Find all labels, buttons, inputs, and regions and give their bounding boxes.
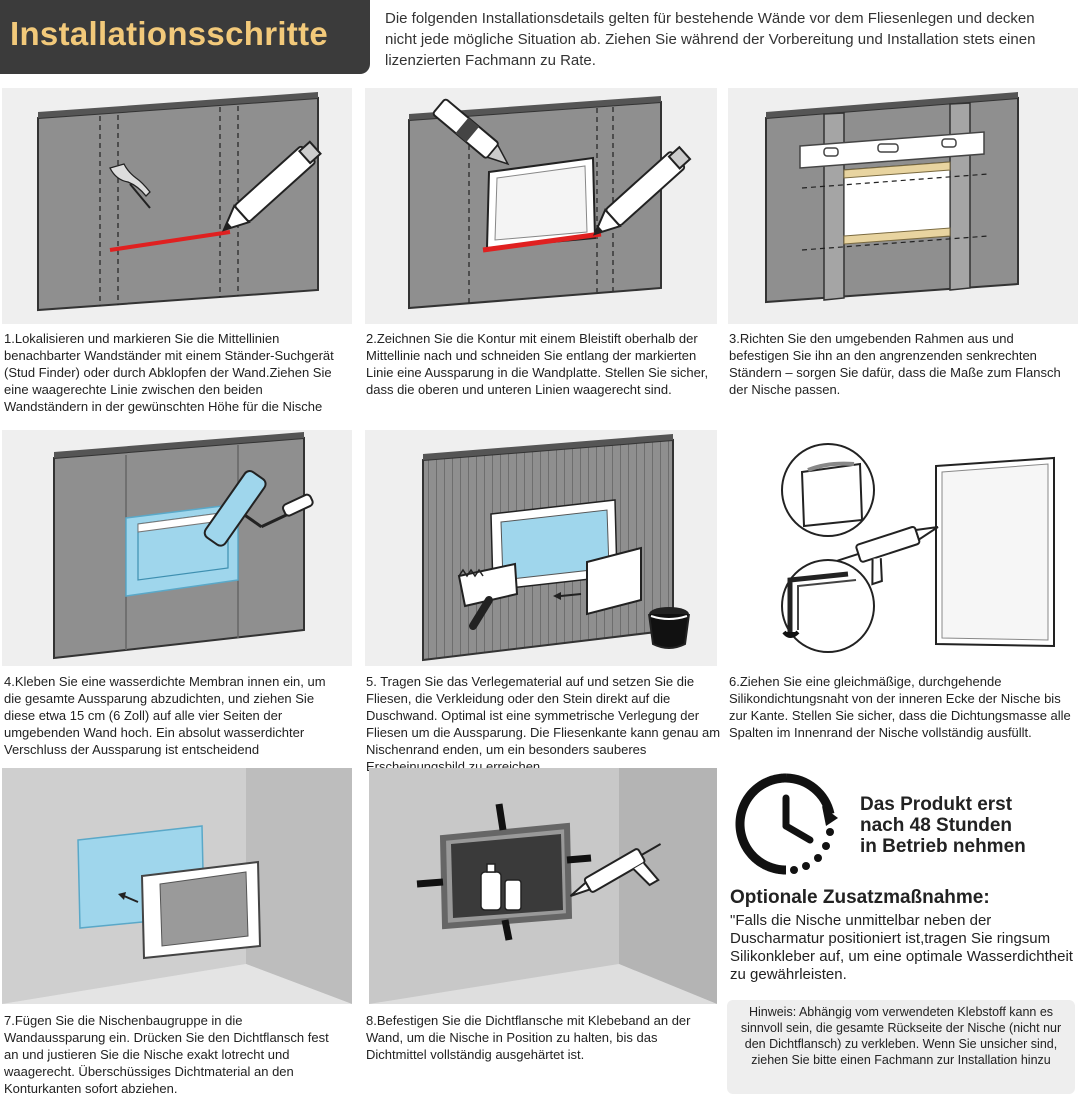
stud [949,102,971,291]
optional-title: Optionale Zusatzmaßnahme: [730,887,990,908]
wall-top-edge [54,432,304,458]
step-5-illustration [365,430,717,666]
knife-icon [432,98,510,166]
cure-time-line-2: nach 48 Stunden [860,815,1013,836]
paint-bucket-icon [648,607,690,649]
tape-strip [501,919,513,941]
cure-time-line-3: in Betrieb nehmen [860,836,1026,857]
pencil-icon [592,145,692,236]
wall-top-edge [38,92,318,118]
intro-text: Die folgenden Installationsdetails gelte… [385,10,1036,69]
side-wall [619,768,717,1004]
step-1-caption: 1.Lokalisieren und markieren Sie die Mit… [4,331,334,414]
hand-icon [109,163,151,209]
stud [823,112,845,301]
wall-top-edge [409,96,661,120]
step-2-illustration [365,88,717,324]
level-icon [799,131,985,169]
step-8-caption: 8.Befestigen Sie die Dichtflansche mit K… [366,1013,691,1062]
optional-body: "Falls die Nische unmittelbar neben der … [730,912,1073,983]
red-mark-line [109,230,231,252]
blocking [843,161,951,179]
step-4-caption: 4.Kleben Sie eine wasserdichte Membran i… [4,674,326,757]
hint-note: Hinweis: Abhängig vom verwendeten Klebst… [727,1000,1075,1094]
page-title: Installationsschritte [0,0,370,74]
step-6-illustration [728,430,1078,666]
floor [369,964,717,1004]
wall-panel [37,96,319,312]
clock-icon [735,773,838,875]
tape-strip [566,854,592,864]
niche-interior [451,834,563,918]
red-mark-line [482,231,602,253]
caulk-gun-icon [837,525,939,586]
cure-time-text: Das Produkt erst nach 48 Stunden in Betr… [860,794,1026,857]
tile [586,546,642,616]
roller-icon [203,470,314,547]
wall-top-edge [423,434,673,460]
pencil-icon [221,140,322,232]
side-wall [246,768,352,1004]
blocking [843,227,951,245]
caulk-gun-icon [569,843,662,897]
floor [2,964,352,1004]
step-3-illustration [728,88,1078,324]
step-8-illustration [369,768,717,1004]
step-6-caption: 6.Ziehen Sie eine gleichmäßige, durchgeh… [729,674,1071,740]
wall-top-edge [766,92,1018,118]
step-7-illustration [2,768,352,1004]
step-1-illustration [2,88,352,324]
cure-time-line-1: Das Produkt erst [860,794,1013,815]
step-5-caption: 5. Tragen Sie das Verlegematerial auf un… [366,674,721,774]
tape-strip [416,878,444,888]
trowel-icon [457,562,519,630]
tape-strip [495,803,507,831]
detail-circle-bottom [781,559,875,653]
step-4-illustration [2,430,352,666]
bottle-icon [480,863,522,911]
step-7-caption: 7.Fügen Sie die Nischenbaugruppe in die … [4,1013,329,1096]
step-3-caption: 3.Richten Sie den umgebenden Rahmen aus … [729,331,1061,397]
step-2-caption: 2.Zeichnen Sie die Kontur mit einem Blei… [366,331,709,397]
